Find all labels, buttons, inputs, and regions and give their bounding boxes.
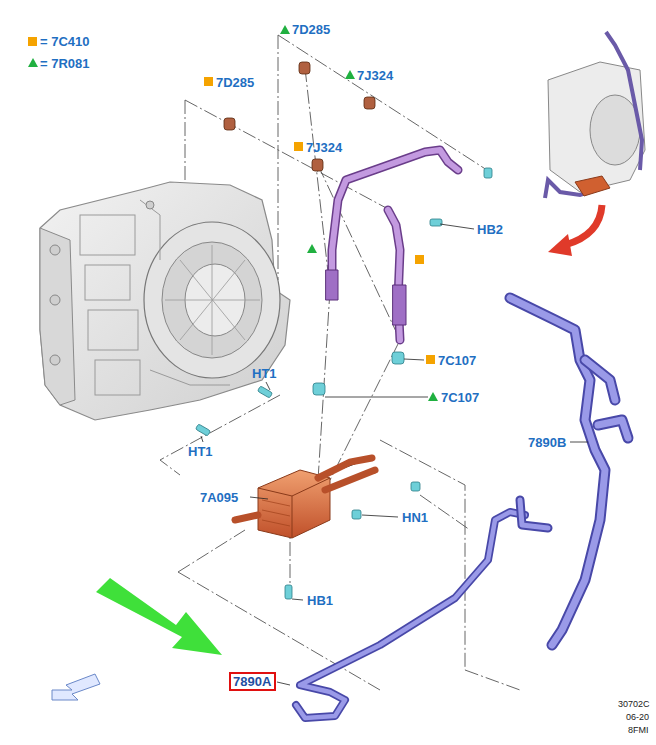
- fasteners: [195, 168, 492, 599]
- inset: [545, 32, 645, 256]
- callout-number: 7J324: [357, 68, 393, 83]
- callout-number: 7D285: [292, 22, 330, 37]
- hoses: [296, 298, 628, 718]
- front-arrow: [52, 674, 100, 700]
- document-code: 06-20: [626, 712, 649, 723]
- callout-number: 7890B: [528, 435, 566, 450]
- marker-triangle: [307, 244, 317, 253]
- callout-number: HT1: [188, 444, 213, 459]
- callout-number: 7J324: [306, 140, 342, 155]
- callout-number: HN1: [402, 510, 428, 525]
- document-code: 30702C: [618, 699, 650, 710]
- legend-text: = 7R081: [40, 56, 90, 71]
- legend-triangle: [28, 58, 38, 67]
- callout-number: HT1: [252, 366, 277, 381]
- part-callout-box: 7890A: [229, 672, 276, 691]
- transmission: [40, 182, 290, 420]
- cooler-tubes: [326, 150, 458, 340]
- callout-number: 7A095: [200, 490, 238, 505]
- leader-lines: [201, 224, 588, 685]
- callout-number: 7D285: [216, 75, 254, 90]
- document-code: 8FMI: [628, 725, 649, 736]
- label-markers: [204, 25, 438, 401]
- callout-number: 7C107: [441, 390, 479, 405]
- view-arrow: [96, 578, 222, 655]
- callout-number: 7890A: [233, 674, 272, 689]
- callout-number: HB2: [477, 222, 503, 237]
- legend-swatch: [28, 37, 37, 46]
- oil-cooler: [235, 458, 375, 538]
- callout-number: 7C107: [438, 353, 476, 368]
- legend-text: = 7C410: [40, 34, 90, 49]
- callout-number: HB1: [307, 593, 333, 608]
- marker-square: [415, 255, 424, 264]
